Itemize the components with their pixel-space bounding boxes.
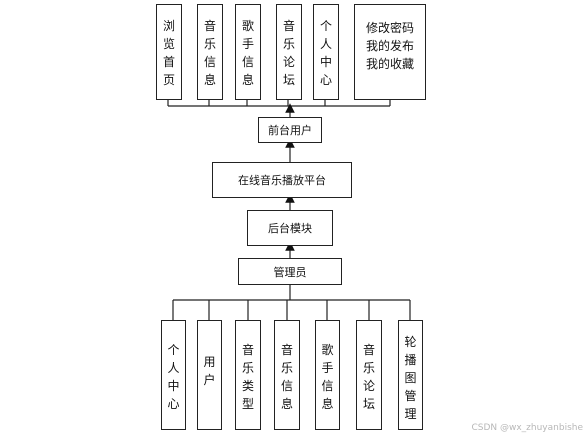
module-browse-home: 浏 览 首 页 [156,4,182,100]
watermark: CSDN @wx_zhuyanbishe [471,423,583,433]
platform-label: 在线音乐播放平台 [238,174,326,187]
admin-module-singer-info: 歌 手 信 息 [315,320,340,430]
admin-box: 管理员 [238,258,342,285]
module-account-actions: 修改密码 我的发布 我的收藏 [354,4,426,100]
admin-module-user: 用 户 [197,320,222,430]
front-user-label: 前台用户 [268,124,312,137]
backend-box: 后台模块 [247,210,333,246]
module-music-info: 音 乐 信 息 [197,4,223,100]
admin-label: 管理员 [273,265,307,279]
admin-module-personal-center: 个 人 中 心 [161,320,186,430]
admin-module-carousel-management: 轮 播 图 管 理 [398,320,423,430]
admin-module-music-type: 音 乐 类 型 [235,320,261,430]
platform-box: 在线音乐播放平台 [212,162,352,198]
backend-label: 后台模块 [268,222,312,235]
front-user-box: 前台用户 [258,117,322,143]
admin-module-music-info: 音 乐 信 息 [274,320,300,430]
module-singer-info: 歌 手 信 息 [235,4,261,100]
module-personal-center: 个 人 中 心 [313,4,339,100]
admin-module-music-forum: 音 乐 论 坛 [356,320,382,430]
module-music-forum: 音 乐 论 坛 [276,4,302,100]
